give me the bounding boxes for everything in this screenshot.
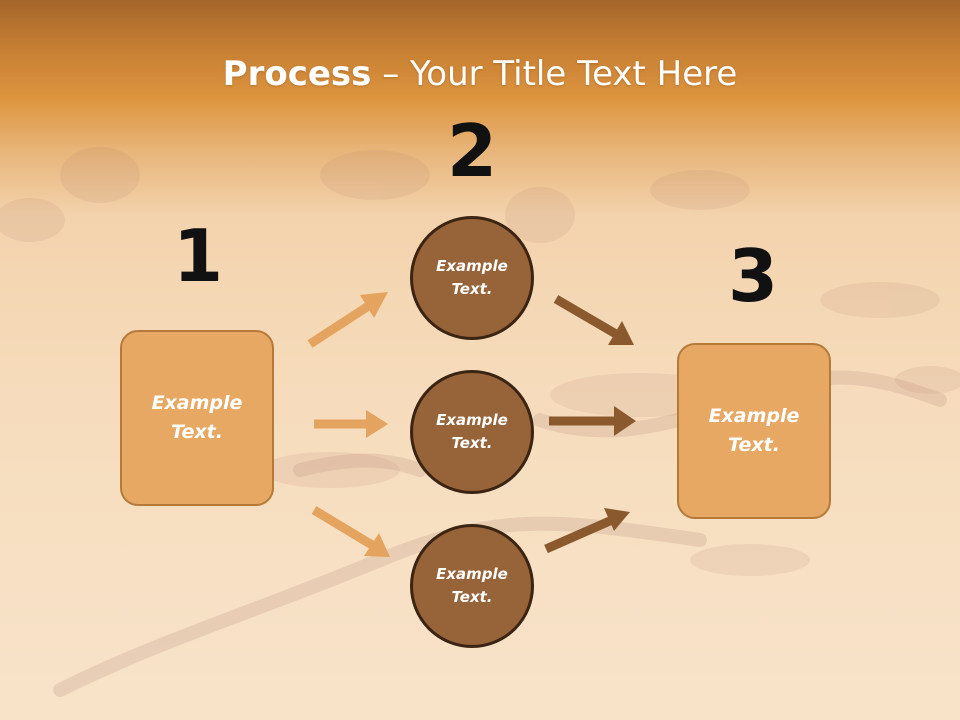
step-1-box: Example Text. xyxy=(120,330,274,506)
arrow-1-to-2-top xyxy=(307,292,388,348)
title-separator: – xyxy=(371,54,411,94)
step-2-circle-middle-label: Example Text. xyxy=(436,411,508,452)
step-2-circle-top-label: Example Text. xyxy=(436,257,508,298)
step-number-1: 1 xyxy=(172,214,224,298)
step-2-circle-middle: Example Text. xyxy=(410,370,534,494)
arrow-2bottom-to-3 xyxy=(544,508,630,554)
step-3-label: Example Text. xyxy=(708,405,800,456)
step-number-2: 2 xyxy=(446,109,498,193)
step-2-circle-top: Example Text. xyxy=(410,216,534,340)
step-1-label: Example Text. xyxy=(151,392,243,443)
title-rest: Your Title Text Here xyxy=(410,54,738,94)
arrow-1-to-2-bottom xyxy=(311,506,390,557)
arrow-2top-to-3 xyxy=(553,295,634,345)
arrow-1-to-2-middle xyxy=(314,410,388,438)
arrow-2middle-to-3 xyxy=(549,406,636,436)
step-2-circle-bottom-label: Example Text. xyxy=(436,565,508,606)
step-number-3: 3 xyxy=(727,234,779,318)
step-2-circle-bottom: Example Text. xyxy=(410,524,534,648)
title-bold: Process xyxy=(222,54,372,94)
step-3-box: Example Text. xyxy=(677,343,831,519)
slide-title: Process – Your Title Text Here xyxy=(0,54,960,94)
